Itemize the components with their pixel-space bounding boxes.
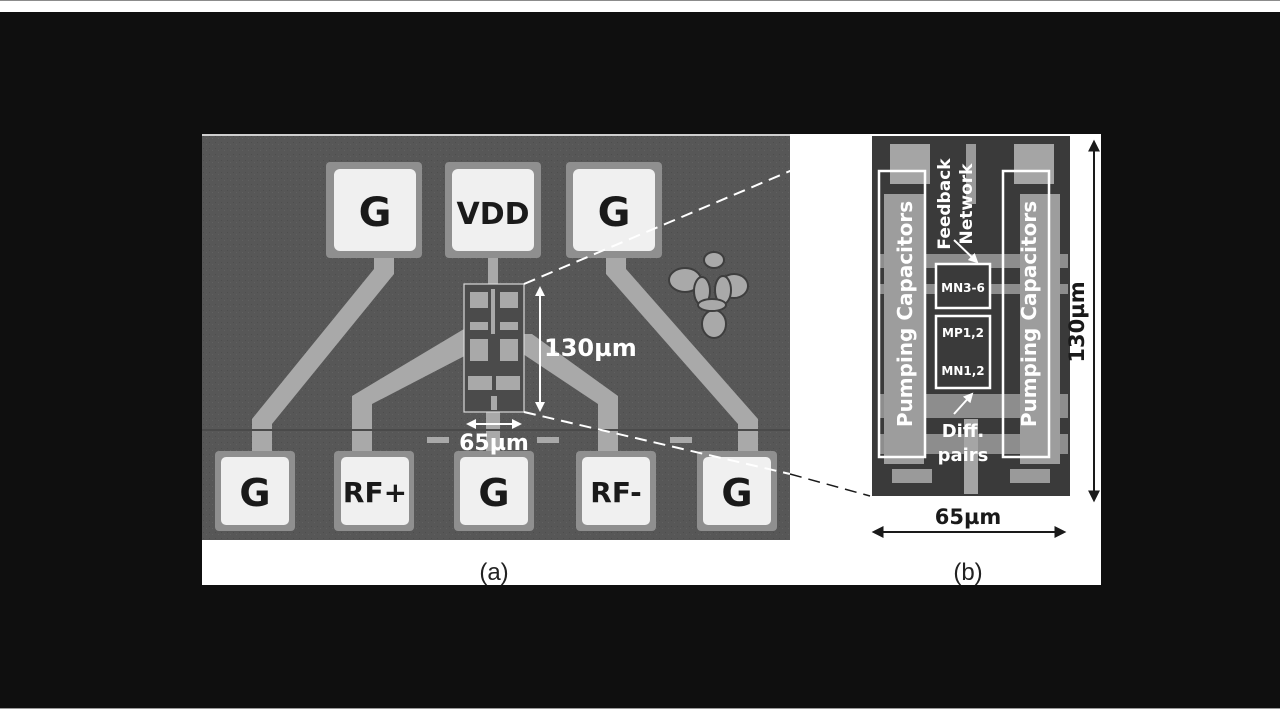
pumping-capacitor-box-left [877,169,927,459]
pumping-capacitors-label-left: Pumping Capacitors [893,201,917,427]
diff-pairs-arrow [953,392,974,415]
height-dimension-label: 130µm [544,334,637,362]
pad-label: G [721,471,752,515]
pad-label: G [359,190,392,236]
feedback-label: Feedback [935,158,955,250]
pad-g-bottom-center [460,457,528,525]
pairs-label: pairs [938,445,989,466]
panel-b-height-label: 130µm [1065,281,1089,362]
mn3-6-label: MN3-6 [941,281,985,295]
pad-g-top-left [334,169,416,251]
clover-logo [668,251,749,339]
chip-micrograph-figure: G VDD G G RF+ G RF- G [202,134,1101,585]
diff-label: Diff. [942,421,985,442]
pumping-capacitors-label-right: Pumping Capacitors [1017,201,1041,427]
width-dimension-label: 65µm [459,431,529,456]
mn1-2-label: MN1,2 [941,364,984,378]
bottom-border-bar [0,708,1280,720]
core-highlight-box [463,283,525,413]
figure-svg: G VDD G G RF+ G RF- G [202,134,1100,585]
top-pads: G VDD G [326,162,662,258]
trace-vdd [488,232,498,292]
caption-b: (b) [953,559,982,585]
panel-a-die: G VDD G G RF+ G RF- G [202,134,790,540]
trace-g-top-right [606,194,758,464]
bottom-pads: G RF+ G RF- G [215,451,777,531]
mn3-6-box [934,262,992,310]
zoom-callout-line-top [523,136,871,285]
trace-g-top-left [252,194,394,464]
pad-g-bottom-1 [221,457,289,525]
mp1-2-label: MP1,2 [942,326,984,340]
pad-label: RF- [590,476,641,509]
diff-pair-box [934,314,992,390]
panel-b-width-label: 65µm [935,505,1002,529]
pad-label: G [478,471,509,515]
zoom-callout-line-bottom [523,411,791,475]
network-label: Network [957,163,977,245]
pad-g-bottom-5 [703,457,771,525]
panel-b-core: Pumping Capacitors Pumping Capacitors Fe… [872,136,1070,496]
caption-a: (a) [479,559,508,585]
pad-label: VDD [456,197,529,232]
feedback-arrow [953,239,979,264]
pad-g-top-right [573,169,655,251]
pad-label: G [239,471,270,515]
top-border-bar [0,0,1280,12]
circuit-core [463,283,525,413]
pad-label: G [598,190,631,236]
pad-rf-plus [341,457,409,525]
pad-label: RF+ [343,476,407,509]
pad-rf-minus [582,457,650,525]
pumping-capacitor-box-right [1001,169,1051,459]
trace-rf-plus [352,329,478,464]
pad-vdd [452,169,534,251]
